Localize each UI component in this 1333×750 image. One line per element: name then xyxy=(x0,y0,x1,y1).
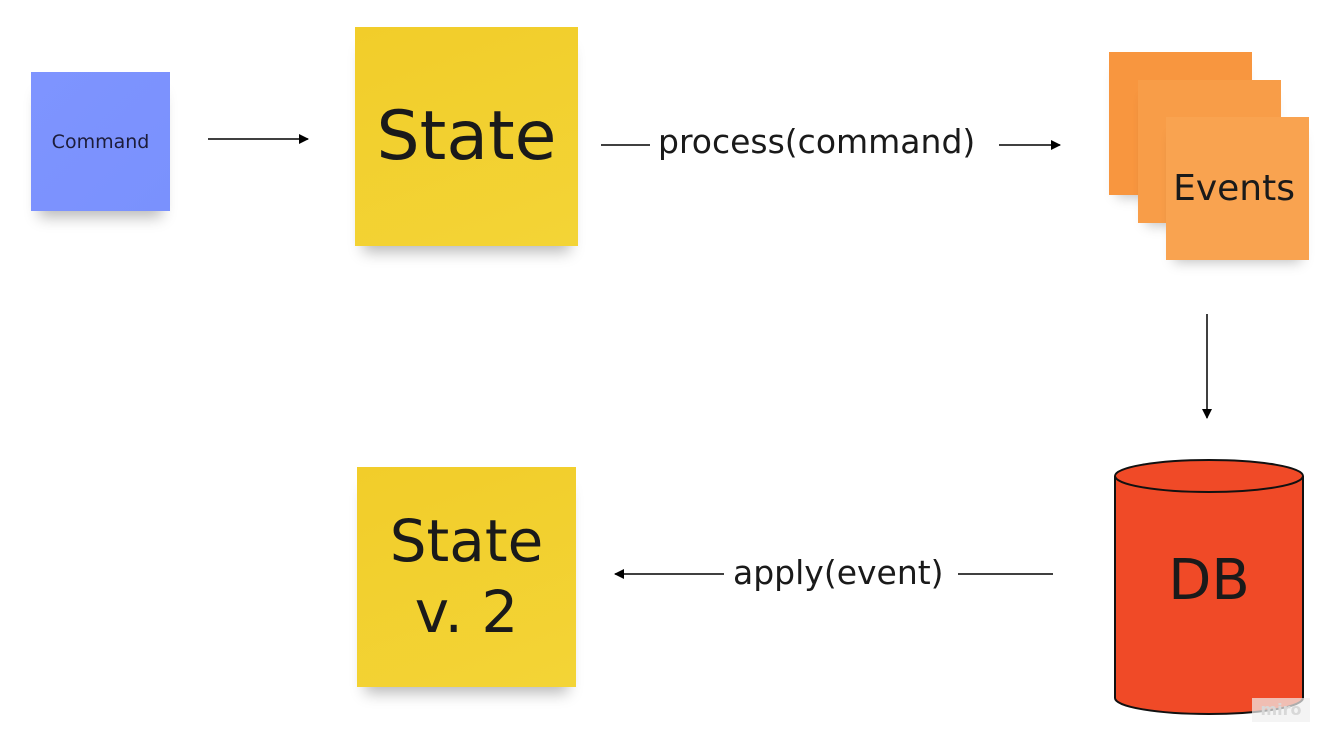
events-sticky-note[interactable]: Events xyxy=(1166,117,1309,260)
state-v2-label-line2: v. 2 xyxy=(414,578,519,646)
process-command-label: process(command) xyxy=(658,122,976,161)
db-cylinder[interactable] xyxy=(1114,459,1304,715)
state-v2-sticky-note[interactable]: State v. 2 xyxy=(357,467,576,687)
miro-watermark: miro xyxy=(1252,698,1310,722)
state-sticky-note[interactable]: State xyxy=(355,27,578,246)
state-v2-label-line1: State xyxy=(389,506,544,575)
command-sticky-note[interactable]: Command xyxy=(31,72,170,211)
command-label: Command xyxy=(51,130,150,153)
db-label: DB xyxy=(1168,548,1250,613)
apply-event-label: apply(event) xyxy=(733,553,944,592)
state-label: State xyxy=(376,97,557,176)
events-label: Events xyxy=(1173,168,1295,209)
